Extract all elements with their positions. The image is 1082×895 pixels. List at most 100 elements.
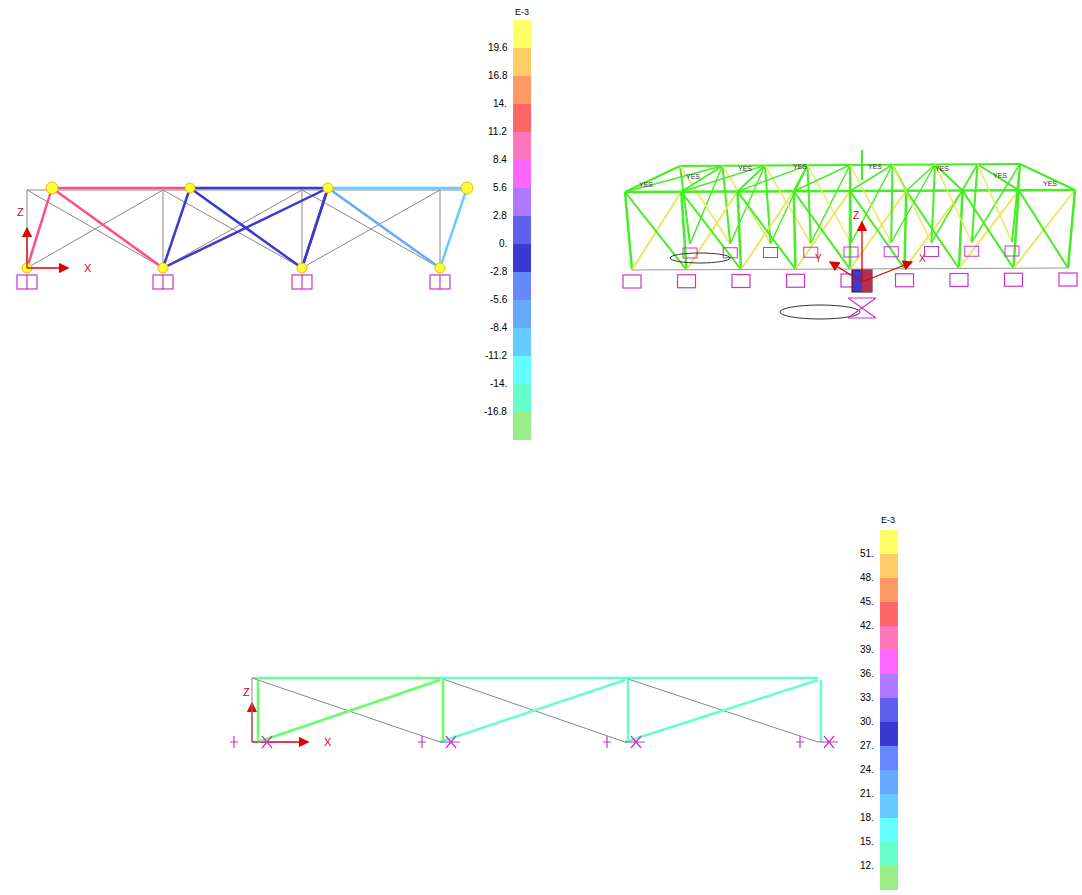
- support-symbol: [678, 275, 696, 288]
- legend-swatch: [513, 356, 531, 384]
- truss-member: [905, 191, 907, 269]
- truss-member: [808, 165, 852, 243]
- truss-member: [681, 192, 741, 270]
- support-symbol: [925, 247, 939, 257]
- truss-member: [959, 191, 963, 269]
- legend-value: 27.: [860, 741, 874, 751]
- truss-member: [932, 164, 978, 242]
- truss-member: [738, 192, 742, 270]
- legend-swatch: [880, 626, 898, 650]
- grey-members: [252, 678, 818, 742]
- truss-member: [906, 165, 935, 191]
- legend-value: -14.: [490, 379, 507, 389]
- truss-member: [1068, 190, 1075, 268]
- legend-swatch: [513, 328, 531, 356]
- legend-swatch: [880, 602, 898, 626]
- axis-label: X: [84, 263, 91, 274]
- legend-value: 21.: [860, 789, 874, 799]
- truss-member: [1019, 189, 1075, 192]
- truss-member: [625, 192, 687, 270]
- support-symbol: [884, 247, 898, 257]
- legend-value: 24.: [860, 765, 874, 775]
- member-tag: YES: [868, 163, 882, 170]
- legend-swatch: [513, 272, 531, 300]
- truss-member: [681, 166, 765, 192]
- legend-value: 45.: [860, 597, 874, 607]
- support-symbols: [230, 736, 838, 748]
- legend-value: 5.6: [493, 183, 507, 193]
- legend-value: 0.: [499, 239, 507, 249]
- legend-swatch: [880, 698, 898, 722]
- axis-label: Y: [815, 254, 822, 264]
- support-symbol: [623, 275, 641, 288]
- support-symbol: [723, 248, 737, 258]
- truss-member: [625, 191, 681, 194]
- support-symbols: [17, 275, 450, 289]
- legend-value: 18.: [860, 813, 874, 823]
- truss-member: [963, 189, 1019, 192]
- support-symbol: [787, 274, 805, 287]
- truss-member: [1014, 190, 1076, 268]
- truss-member: [794, 191, 796, 269]
- member-tag: YES: [1043, 180, 1057, 187]
- axis-arrow: [861, 222, 862, 282]
- support-symbol: [1005, 246, 1019, 256]
- support-symbol: [965, 246, 979, 256]
- truss-member: [681, 190, 737, 193]
- legend-value: -16.8: [484, 407, 507, 417]
- legend-value: -2.8: [490, 267, 507, 277]
- legend-value: 15.: [860, 837, 874, 847]
- truss-member: [625, 192, 632, 270]
- truss-member: [861, 150, 863, 180]
- truss-member: [891, 165, 892, 243]
- truss-member: [935, 165, 963, 191]
- truss-member: [681, 166, 722, 192]
- legend-swatch: [513, 104, 531, 132]
- truss-member: [935, 165, 972, 243]
- truss-member: [850, 165, 851, 243]
- legend-swatch: [880, 794, 898, 818]
- legend-swatch: [513, 48, 531, 76]
- legend-swatch: [880, 842, 898, 866]
- member-tag: YES: [993, 172, 1007, 179]
- truss-member: [632, 269, 687, 270]
- unit-label: E-3: [881, 516, 895, 525]
- legend-swatch: [880, 722, 898, 746]
- legend-swatch: [513, 76, 531, 104]
- truss-member: [972, 164, 1020, 242]
- truss-member: [1019, 190, 1068, 268]
- truss-member: [972, 164, 978, 242]
- legend-value: 39.: [860, 645, 874, 655]
- truss-member: [959, 268, 1014, 269]
- unit-label: E-3: [515, 8, 529, 17]
- legend-swatch: [880, 578, 898, 602]
- truss-member: [808, 164, 851, 166]
- axis-label: Z: [17, 207, 24, 218]
- support-symbol: [844, 247, 858, 257]
- support-symbol: [1059, 273, 1077, 286]
- truss-member: [959, 190, 1019, 268]
- legend-swatch: [513, 188, 531, 216]
- truss-member: [1012, 164, 1020, 242]
- legend-swatch: [880, 770, 898, 794]
- legend-swatch: [880, 650, 898, 674]
- axis-label: X: [919, 254, 926, 264]
- legend-value: 14.: [493, 99, 507, 109]
- legend-swatch: [513, 300, 531, 328]
- legend-swatch: [513, 20, 531, 48]
- legend-value: 30.: [860, 717, 874, 727]
- support-symbol: [896, 274, 914, 287]
- member-tag: YES: [738, 165, 752, 172]
- legend-value: 48.: [860, 573, 874, 583]
- legend-value: 51.: [860, 549, 874, 559]
- truss-member: [978, 164, 1013, 242]
- axis-label: X: [324, 737, 331, 748]
- truss-member: [1014, 268, 1069, 269]
- legend-value: -11.2: [485, 351, 507, 361]
- legend-band: [880, 866, 898, 890]
- legend-value: 11.2: [488, 127, 507, 137]
- legend-swatch: [513, 216, 531, 244]
- stressed-members: [258, 678, 821, 742]
- support-symbol: [848, 298, 876, 318]
- legend-swatch: [880, 554, 898, 578]
